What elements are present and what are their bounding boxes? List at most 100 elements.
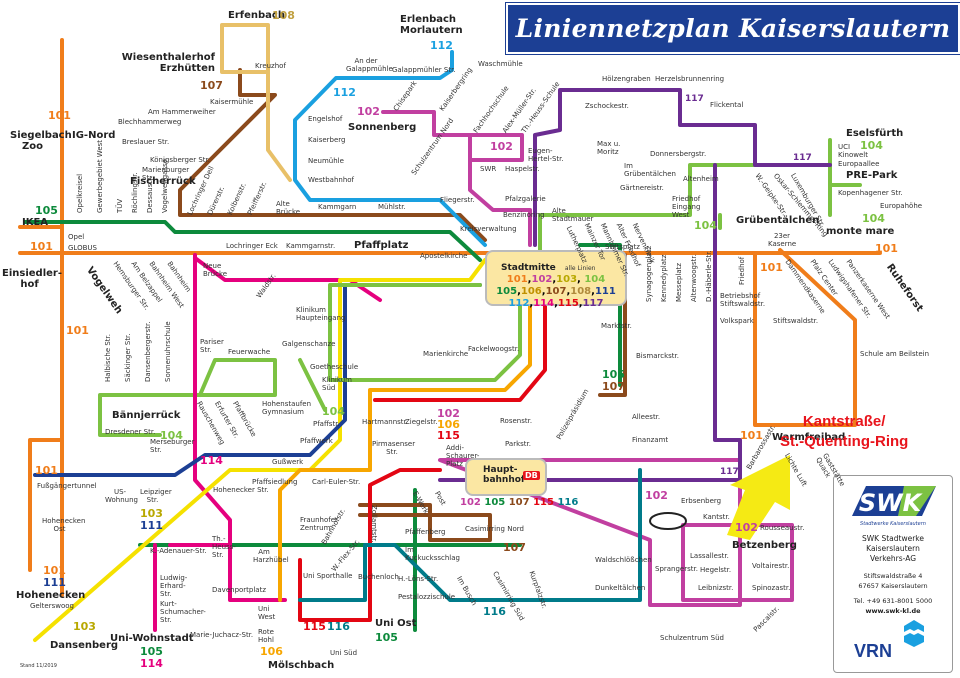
- hub-line: 104: [584, 274, 606, 285]
- stop-label: Fußgängertunnel: [37, 482, 97, 490]
- stop-label: Galappmühler Str.: [392, 66, 456, 74]
- line-number: 105: [602, 368, 625, 381]
- stop-label: US-Wohnung: [105, 488, 138, 504]
- stop-label: Dunkeltälchen: [595, 584, 646, 592]
- stop-label: Opelkreisel: [76, 173, 84, 213]
- stop-label: Blechhammerweg: [118, 118, 182, 126]
- stop-label: Messeplatz: [675, 262, 683, 302]
- stop-label: K.-Adenauer-Str.: [150, 547, 207, 555]
- stop-label: Im Kuckucksschlag: [405, 546, 460, 562]
- hub-line: 112: [508, 298, 530, 309]
- stop-label: Lochringer Eck: [226, 242, 278, 250]
- stop-label: Galgenschanze: [282, 340, 336, 348]
- stop-label: Spinozastr.: [752, 584, 791, 592]
- db-icon: DB: [523, 470, 540, 480]
- stop-label: Th.-Heuss-Str.: [212, 535, 236, 559]
- stop-label: Marienburger Str.: [142, 166, 190, 182]
- stop-label: Rousseaustr.: [760, 524, 805, 532]
- district-label: Erlenbach Morlautern: [400, 14, 463, 36]
- stop-label: UCI Kinowelt: [838, 143, 868, 159]
- line-number: 116: [327, 620, 350, 633]
- line-number: 102: [645, 489, 668, 502]
- stop-label: Hartmannstr.: [362, 418, 409, 426]
- stop-label: Hohenstaufen Gymnasium: [262, 400, 312, 416]
- stop-label: Alte Brücke: [276, 200, 301, 216]
- stop-label: Im Grübentälchen: [624, 162, 676, 178]
- district-label: Siegelbach Zoo: [10, 130, 72, 152]
- stop-label: SWR: [480, 165, 497, 173]
- stop-label: Am Hammerweiher: [148, 108, 216, 116]
- stop-label: Dresdener Str.: [105, 428, 156, 436]
- stop-label: Breslauer Str.: [122, 138, 170, 146]
- hub-hauptbahnhof-name: Haupt-bahnhof: [483, 465, 525, 485]
- line-114-route: [193, 253, 382, 602]
- stop-label: Pariser Str.: [200, 338, 224, 354]
- stop-label: Fackelwoogstr.: [468, 345, 520, 353]
- line-104-route: [98, 138, 862, 437]
- stop-label: Königsberger Str.: [150, 156, 211, 164]
- stop-label: Gelterswoog: [30, 602, 74, 610]
- line-number: 112: [430, 39, 453, 52]
- line-number: 117: [685, 94, 704, 104]
- line-number: 102: [357, 105, 380, 118]
- stop-label: Klinikum Süd: [322, 376, 352, 392]
- hub-line: 102: [531, 274, 553, 285]
- stop-label: Kurt-Schumacher-Str.: [160, 600, 206, 624]
- swk-name-1: SWK Stadtwerke: [862, 534, 924, 543]
- stop-label: TÜV: [116, 198, 124, 213]
- line-number: 112: [333, 86, 356, 99]
- stop-label: D.-Häberle-Str.: [705, 250, 713, 302]
- hauptbahnhof-lines: 102 105 107 115 116: [460, 497, 578, 509]
- stop-label: Mühlstr.: [378, 203, 406, 211]
- line-number: 101: [35, 464, 58, 477]
- line-105-east: [578, 243, 622, 387]
- line-number: 101: [760, 261, 783, 274]
- hub-hauptbahnhof[interactable]: Haupt-bahnhof DB: [465, 458, 547, 496]
- stand-date: Stand 11/2019: [20, 663, 57, 669]
- line-bundle-116: [298, 468, 642, 602]
- hub-line: 103: [556, 274, 578, 285]
- hbf-line: 105: [484, 497, 506, 508]
- stop-label: Zschockestr.: [585, 102, 629, 110]
- district-label: Uni Ost: [375, 618, 417, 629]
- district-label: Mölschbach: [268, 660, 335, 671]
- stop-label: Eugen-Hertel-Str.: [528, 147, 564, 163]
- stop-label: Europaallee: [838, 160, 880, 168]
- stop-label: Pestalozzischule: [398, 593, 456, 601]
- hub-stadtmitte[interactable]: Stadtmitte alle Linien 101,102,103, 104 …: [485, 250, 627, 309]
- stop-label: Finanzamt: [632, 436, 669, 444]
- line-number: 114: [200, 454, 223, 467]
- stop-label: Opel: [68, 233, 85, 241]
- line-101-south: [28, 438, 64, 572]
- stop-label: Casimirring Nord: [465, 525, 524, 533]
- district-label: PRE-Park: [846, 170, 898, 181]
- stop-label: Am Harzhübel: [253, 548, 289, 564]
- line-number: 101: [48, 109, 71, 122]
- stadium-icon: [649, 512, 687, 530]
- stop-label: Davenportplatz: [212, 586, 267, 594]
- district-label: IG-Nord: [72, 130, 116, 141]
- hub-line: 106: [520, 286, 542, 297]
- stop-label: Gärtnereistr.: [620, 184, 664, 192]
- stop-label: 23er Kaserne: [768, 232, 797, 248]
- stop-label: Kennedyplatz: [660, 254, 668, 302]
- line-number: 106: [437, 418, 460, 431]
- stop-label: Marie-Juchacz-Str.: [190, 631, 254, 639]
- district-label: Wiesenthalerhof Erzhütten: [121, 52, 215, 74]
- swk-website-text[interactable]: www.swk-kl.de: [865, 607, 921, 615]
- stop-label: Waldschlößchen: [595, 556, 652, 564]
- line-number: 103: [140, 507, 163, 520]
- swk-city: 67657 Kaiserslautern: [858, 582, 928, 590]
- line-bundle-104b: [328, 283, 522, 382]
- stop-label: Dansenbergerstr.: [144, 321, 152, 383]
- stop-label: Stiftswaldstr.: [773, 317, 819, 325]
- district-label: Erfenbach: [228, 10, 285, 21]
- district-label: monte mare: [826, 226, 895, 237]
- stop-label: Pfaffenberg: [405, 528, 446, 536]
- swk-website[interactable]: www.swk-kl.de: [834, 606, 952, 616]
- stop-label: Max u. Moritz: [597, 140, 621, 156]
- stop-label: Pfalzgalerie: [505, 195, 546, 203]
- stop-label: Leibnizstr.: [698, 584, 734, 592]
- line-101-route: [18, 38, 882, 597]
- stop-label: Kammgarn: [318, 203, 357, 211]
